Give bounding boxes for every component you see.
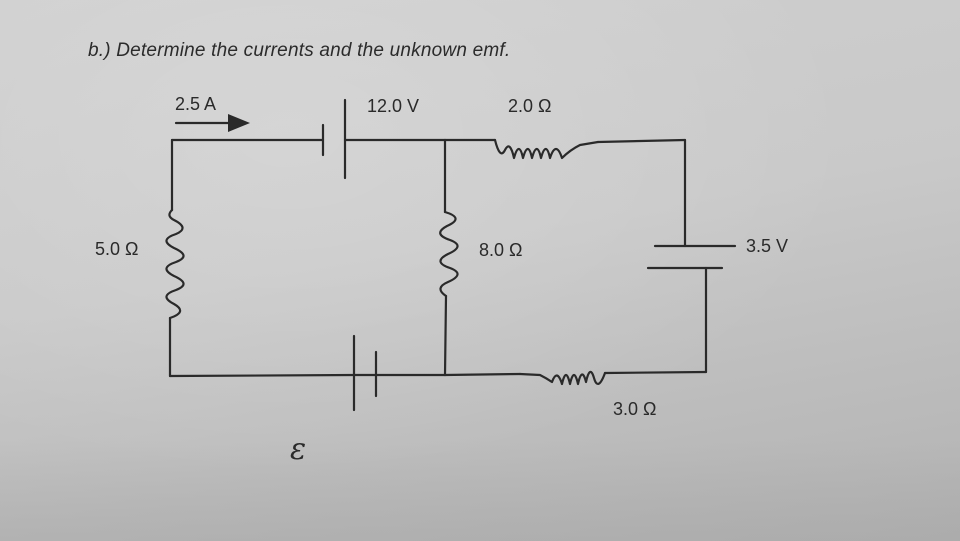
wire-top-right bbox=[596, 138, 687, 144]
wire-bottom-middle bbox=[443, 372, 522, 377]
page-bleed-shadow bbox=[0, 440, 960, 541]
current-label: 2.5 A bbox=[175, 94, 217, 114]
wire-bottom-left bbox=[168, 373, 356, 378]
wire-bottom-right bbox=[603, 370, 708, 375]
resistor-middle-label: 8.0 Ω bbox=[479, 240, 523, 260]
wire-middle-lower bbox=[443, 294, 448, 377]
resistor-left-zigzag bbox=[165, 208, 185, 320]
current-arrow-head bbox=[228, 114, 250, 132]
resistor-left-label: 5.0 Ω bbox=[95, 239, 139, 259]
problem-title: b.) Determine the currents and the unkno… bbox=[88, 40, 511, 61]
resistor-bottom-zigzag bbox=[518, 370, 607, 386]
resistor-top-label: 2.0 Ω bbox=[508, 96, 552, 116]
battery-top-voltage-label: 12.0 V bbox=[367, 96, 420, 116]
resistor-top-zigzag bbox=[493, 138, 600, 160]
resistor-middle-zigzag bbox=[439, 210, 459, 298]
unknown-emf-label: ε bbox=[290, 432, 307, 467]
battery-right-voltage-label: 3.5 V bbox=[746, 236, 789, 256]
resistor-bottom-label: 3.0 Ω bbox=[613, 399, 657, 419]
